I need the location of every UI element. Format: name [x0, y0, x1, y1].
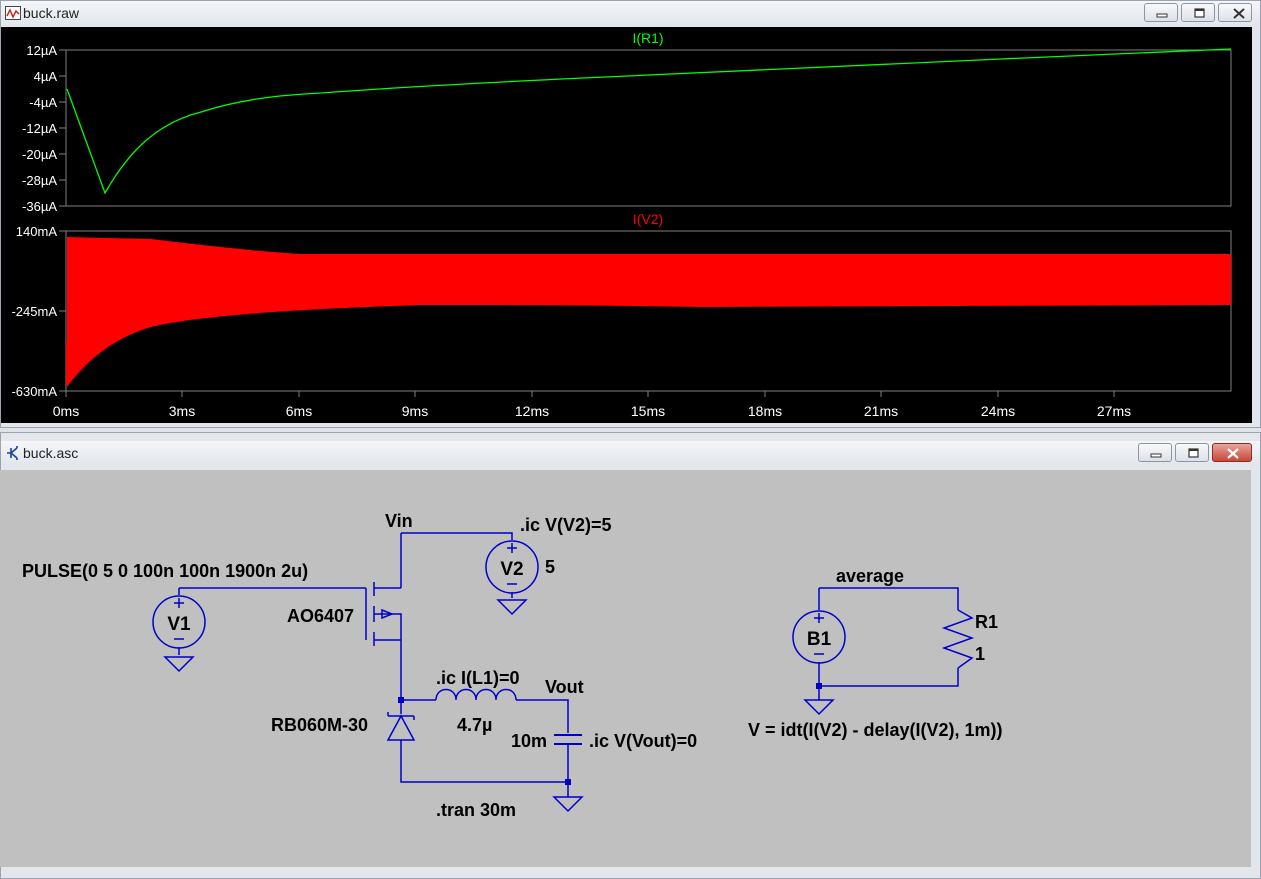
label-diode[interactable]: RB060M-30 — [271, 715, 368, 735]
pane1-frame — [65, 49, 1232, 207]
x-tick: 21ms — [864, 403, 898, 419]
ground-icon — [803, 699, 835, 716]
junction-dot — [565, 779, 571, 785]
pane1-trace-ir1[interactable] — [66, 48, 1232, 195]
minimize-button[interactable] — [1144, 3, 1178, 22]
mosfet-ao6407[interactable] — [365, 582, 402, 646]
schematic-titlebar[interactable]: buck.asc — [1, 441, 1260, 466]
x-tick: 24ms — [981, 403, 1015, 419]
value-capacitor[interactable]: 10m — [511, 731, 547, 751]
waveform-plots[interactable]: I(R1) 12µA 4µA -4µA -12µA -20µA -28µA -3… — [1, 27, 1252, 423]
restore-icon — [1188, 448, 1199, 458]
directive-tran[interactable]: .tran 30m — [436, 800, 516, 820]
restore-icon — [1194, 8, 1205, 18]
ground-icon — [163, 656, 195, 673]
pane1-y-tick: -28µA — [22, 173, 57, 188]
waveform-app-icon — [5, 6, 21, 20]
inductor-l1[interactable] — [435, 688, 517, 701]
pane1-y-tick: 4µA — [34, 69, 58, 84]
voltage-source-v1[interactable] — [152, 595, 206, 649]
x-tick: 15ms — [631, 403, 665, 419]
ground-icon — [552, 796, 584, 813]
label-v1[interactable]: V1 — [167, 614, 191, 635]
waveform-window: buck.raw I(R1) 12µA 4µA -4µA -12µA — [0, 0, 1261, 428]
directive-ic-v2[interactable]: .ic V(V2)=5 — [520, 515, 612, 535]
pane1-y-tick: 12µA — [26, 43, 57, 58]
pane2-trace-iv2[interactable] — [67, 237, 1231, 387]
close-icon — [1233, 8, 1245, 19]
diode-rb060m[interactable] — [386, 712, 416, 741]
pane1-y-tick: -36µA — [22, 199, 57, 214]
minimize-icon — [1150, 453, 1162, 458]
label-v2[interactable]: V2 — [500, 559, 523, 580]
label-b1[interactable]: B1 — [807, 629, 832, 650]
pane2-trace-label[interactable]: I(V2) — [633, 211, 663, 227]
x-tick: 27ms — [1097, 403, 1131, 419]
pane2-y-tick: 140mA — [16, 224, 58, 239]
waveform-plot-area[interactable]: I(R1) 12µA 4µA -4µA -12µA -20µA -28µA -3… — [1, 27, 1252, 423]
x-tick: 12ms — [515, 403, 549, 419]
restore-button[interactable] — [1175, 443, 1209, 462]
resistor-r1[interactable] — [941, 609, 975, 669]
label-r1[interactable]: R1 — [975, 612, 998, 632]
pane2-y-tick: -630mA — [11, 384, 57, 399]
close-icon — [1227, 448, 1239, 459]
pane1-trace-label[interactable]: I(R1) — [632, 30, 663, 46]
restore-button[interactable] — [1181, 3, 1215, 22]
ground-icon — [496, 599, 528, 616]
net-label-vin[interactable]: Vin — [385, 511, 413, 531]
value-r1[interactable]: 1 — [975, 644, 985, 664]
minimize-icon — [1156, 13, 1168, 18]
value-v2[interactable]: 5 — [545, 557, 555, 577]
net-label-average[interactable]: average — [836, 566, 904, 586]
x-tick: 3ms — [169, 403, 195, 419]
pulse-spec[interactable]: PULSE(0 5 0 100n 100n 1900n 2u) — [22, 561, 308, 581]
pane1-y-tick: -20µA — [22, 147, 57, 162]
x-tick: 9ms — [402, 403, 428, 419]
junction-dot — [398, 697, 404, 703]
waveform-titlebar[interactable]: buck.raw — [1, 1, 1260, 26]
net-label-vout[interactable]: Vout — [545, 677, 584, 697]
voltage-source-v2[interactable] — [485, 540, 539, 594]
close-button[interactable] — [1218, 3, 1252, 22]
pane2-y-tick: -245mA — [11, 304, 57, 319]
pane1-y-tick: -4µA — [29, 95, 57, 110]
pane1-y-tick: -12µA — [22, 121, 57, 136]
schematic-app-icon — [7, 446, 18, 460]
junction-dot — [816, 683, 822, 689]
directive-ic-l1[interactable]: .ic I(L1)=0 — [436, 668, 520, 688]
minimize-button[interactable] — [1138, 443, 1172, 462]
capacitor-c1[interactable] — [554, 734, 582, 745]
schematic-window-title: buck.asc — [23, 445, 79, 461]
x-tick: 18ms — [748, 403, 782, 419]
x-tick: 6ms — [286, 403, 312, 419]
b1-expression[interactable]: V = idt(I(V2) - delay(I(V2), 1m)) — [748, 720, 1003, 740]
label-mosfet[interactable]: AO6407 — [287, 606, 354, 626]
close-button[interactable] — [1212, 443, 1252, 462]
value-inductor[interactable]: 4.7µ — [457, 715, 492, 735]
waveform-window-title: buck.raw — [23, 5, 80, 21]
schematic-canvas[interactable]: Vin .ic V(V2)=5 PULSE(0 5 0 100n 100n 19… — [0, 470, 1251, 867]
behavioral-source-b1[interactable] — [792, 610, 846, 664]
directive-ic-vout[interactable]: .ic V(Vout)=0 — [589, 731, 697, 751]
schematic-drawing[interactable]: Vin .ic V(V2)=5 PULSE(0 5 0 100n 100n 19… — [0, 470, 1251, 867]
x-tick: 0ms — [53, 403, 79, 419]
